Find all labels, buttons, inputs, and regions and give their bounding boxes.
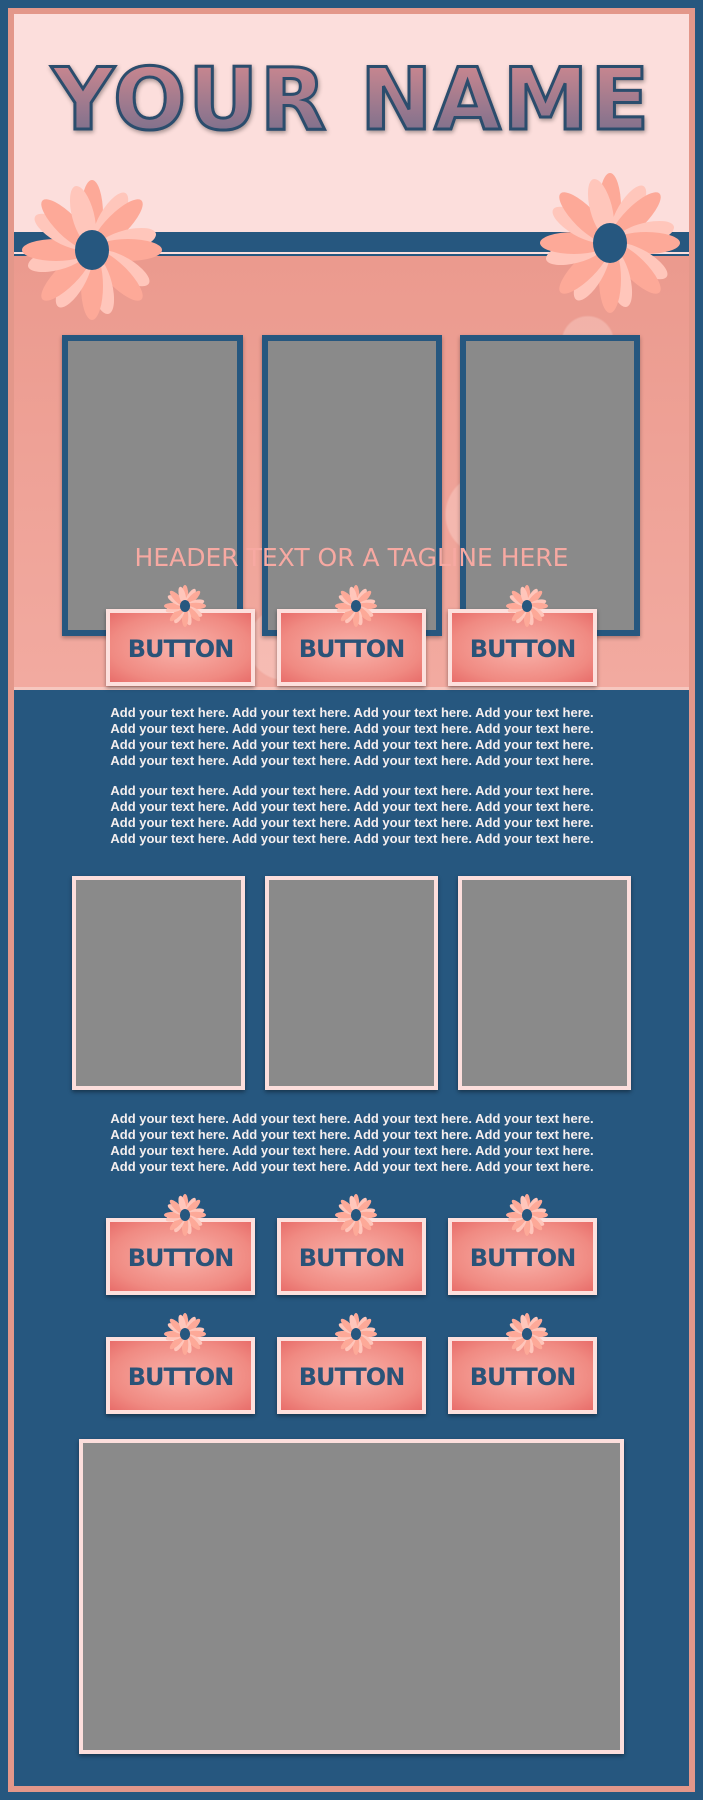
nav-button[interactable]: BUTTON <box>106 1194 255 1295</box>
page-title: YOUR NAME <box>0 49 703 152</box>
nav-button[interactable]: BUTTON <box>277 1194 426 1295</box>
button-label: BUTTON <box>127 1244 235 1272</box>
nav-button[interactable]: BUTTON <box>448 1313 597 1414</box>
photo-placeholder <box>458 876 631 1090</box>
button-label: BUTTON <box>469 1244 577 1272</box>
photo-placeholder <box>265 876 438 1090</box>
flower-icon <box>506 1194 548 1236</box>
page-frame <box>8 8 695 1792</box>
nav-button[interactable]: BUTTON <box>277 1313 426 1414</box>
flower-icon <box>335 585 377 627</box>
photo-placeholder <box>62 335 243 636</box>
flower-icon <box>506 1313 548 1355</box>
header-divider <box>14 232 689 252</box>
flower-icon <box>506 585 548 627</box>
button-label: BUTTON <box>298 1244 406 1272</box>
large-photo-placeholder <box>79 1439 624 1754</box>
photo-placeholder <box>262 335 442 636</box>
flower-icon <box>335 1313 377 1355</box>
text-block: Add your text here. Add your text here. … <box>110 783 594 846</box>
flower-icon <box>540 173 680 313</box>
flower-icon <box>335 1194 377 1236</box>
flower-icon <box>164 1194 206 1236</box>
button-label: BUTTON <box>298 635 406 663</box>
button-label: BUTTON <box>469 635 577 663</box>
tagline: HEADER TEXT OR A TAGLINE HERE <box>134 543 569 572</box>
nav-button[interactable]: BUTTON <box>106 585 255 686</box>
text-block: Add your text here. Add your text here. … <box>110 1111 594 1174</box>
button-label: BUTTON <box>127 635 235 663</box>
text-block: Add your text here. Add your text here. … <box>110 705 594 768</box>
nav-button[interactable]: BUTTON <box>277 585 426 686</box>
nav-button[interactable]: BUTTON <box>106 1313 255 1414</box>
photo-placeholder <box>460 335 640 636</box>
button-label: BUTTON <box>127 1363 235 1391</box>
flower-icon <box>164 585 206 627</box>
nav-button[interactable]: BUTTON <box>448 1194 597 1295</box>
nav-button[interactable]: BUTTON <box>448 585 597 686</box>
button-label: BUTTON <box>298 1363 406 1391</box>
photo-placeholder <box>72 876 245 1090</box>
flower-icon <box>22 180 162 320</box>
flower-icon <box>164 1313 206 1355</box>
button-label: BUTTON <box>469 1363 577 1391</box>
